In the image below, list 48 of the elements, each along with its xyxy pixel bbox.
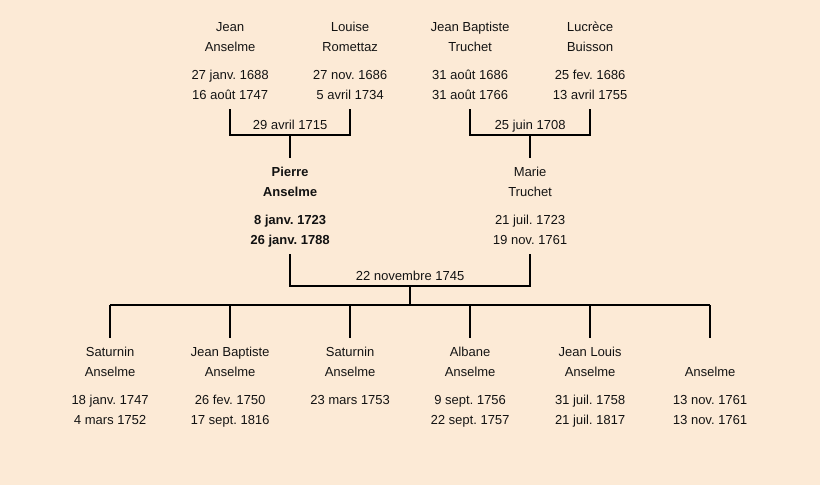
person-name: Albane Anselme [444,344,496,379]
person-name: Saturnin Anselme [84,344,136,379]
person-name: Saturnin Anselme [324,344,376,379]
date-text: 13 nov. 1761 [672,391,748,409]
person-name: Pierre Anselme [262,164,318,199]
date-text: 23 mars 1753 [310,391,390,409]
connector-line [229,305,231,338]
person-name: Marie Truchet [508,164,552,199]
date-text: 19 nov. 1761 [492,231,568,249]
connector-line [409,286,411,305]
date-text: 9 sept. 1756 [434,391,506,409]
date-text: 31 juil. 1758 [554,391,626,409]
person-name: Jean Baptiste Anselme [190,344,270,379]
person-name: Louise Romettaz [322,19,378,54]
date-text: 13 nov. 1761 [672,411,748,429]
date-text: 27 nov. 1686 [312,66,388,84]
date-text: 5 avril 1734 [316,86,384,104]
connector-line [349,305,351,338]
date-text: 8 janv. 1723 [254,211,326,229]
date-text: 25 fev. 1686 [554,66,626,84]
date-text: 21 juil. 1723 [494,211,566,229]
person-name: Jean Louis Anselme [558,344,622,379]
person-name: Anselme [684,364,736,379]
connector-line [589,305,591,338]
connector-line [529,135,531,158]
connector-line [709,305,711,338]
connector-line [469,109,591,136]
date-text: 17 sept. 1816 [190,411,270,429]
date-text: 16 août 1747 [192,86,268,104]
date-text: 31 août 1686 [432,66,508,84]
connector-line [289,135,291,158]
connector-line [469,305,471,338]
connector-line [110,304,710,306]
date-text: 22 sept. 1757 [430,411,510,429]
person-name: Jean Baptiste Truchet [430,19,510,54]
date-text: 31 août 1766 [432,86,508,104]
person-name: Lucrèce Buisson [566,19,614,54]
date-text: 26 fev. 1750 [194,391,266,409]
date-text: 21 juil. 1817 [554,411,626,429]
connector-line [229,109,351,136]
date-text: 18 janv. 1747 [71,391,149,409]
connector-line [289,254,531,287]
date-text: 26 janv. 1788 [250,231,330,249]
date-text: 27 janv. 1688 [191,66,269,84]
date-text: 13 avril 1755 [552,86,628,104]
date-text: 4 mars 1752 [74,411,146,429]
connector-line [109,305,111,338]
person-name: Jean Anselme [204,19,256,54]
